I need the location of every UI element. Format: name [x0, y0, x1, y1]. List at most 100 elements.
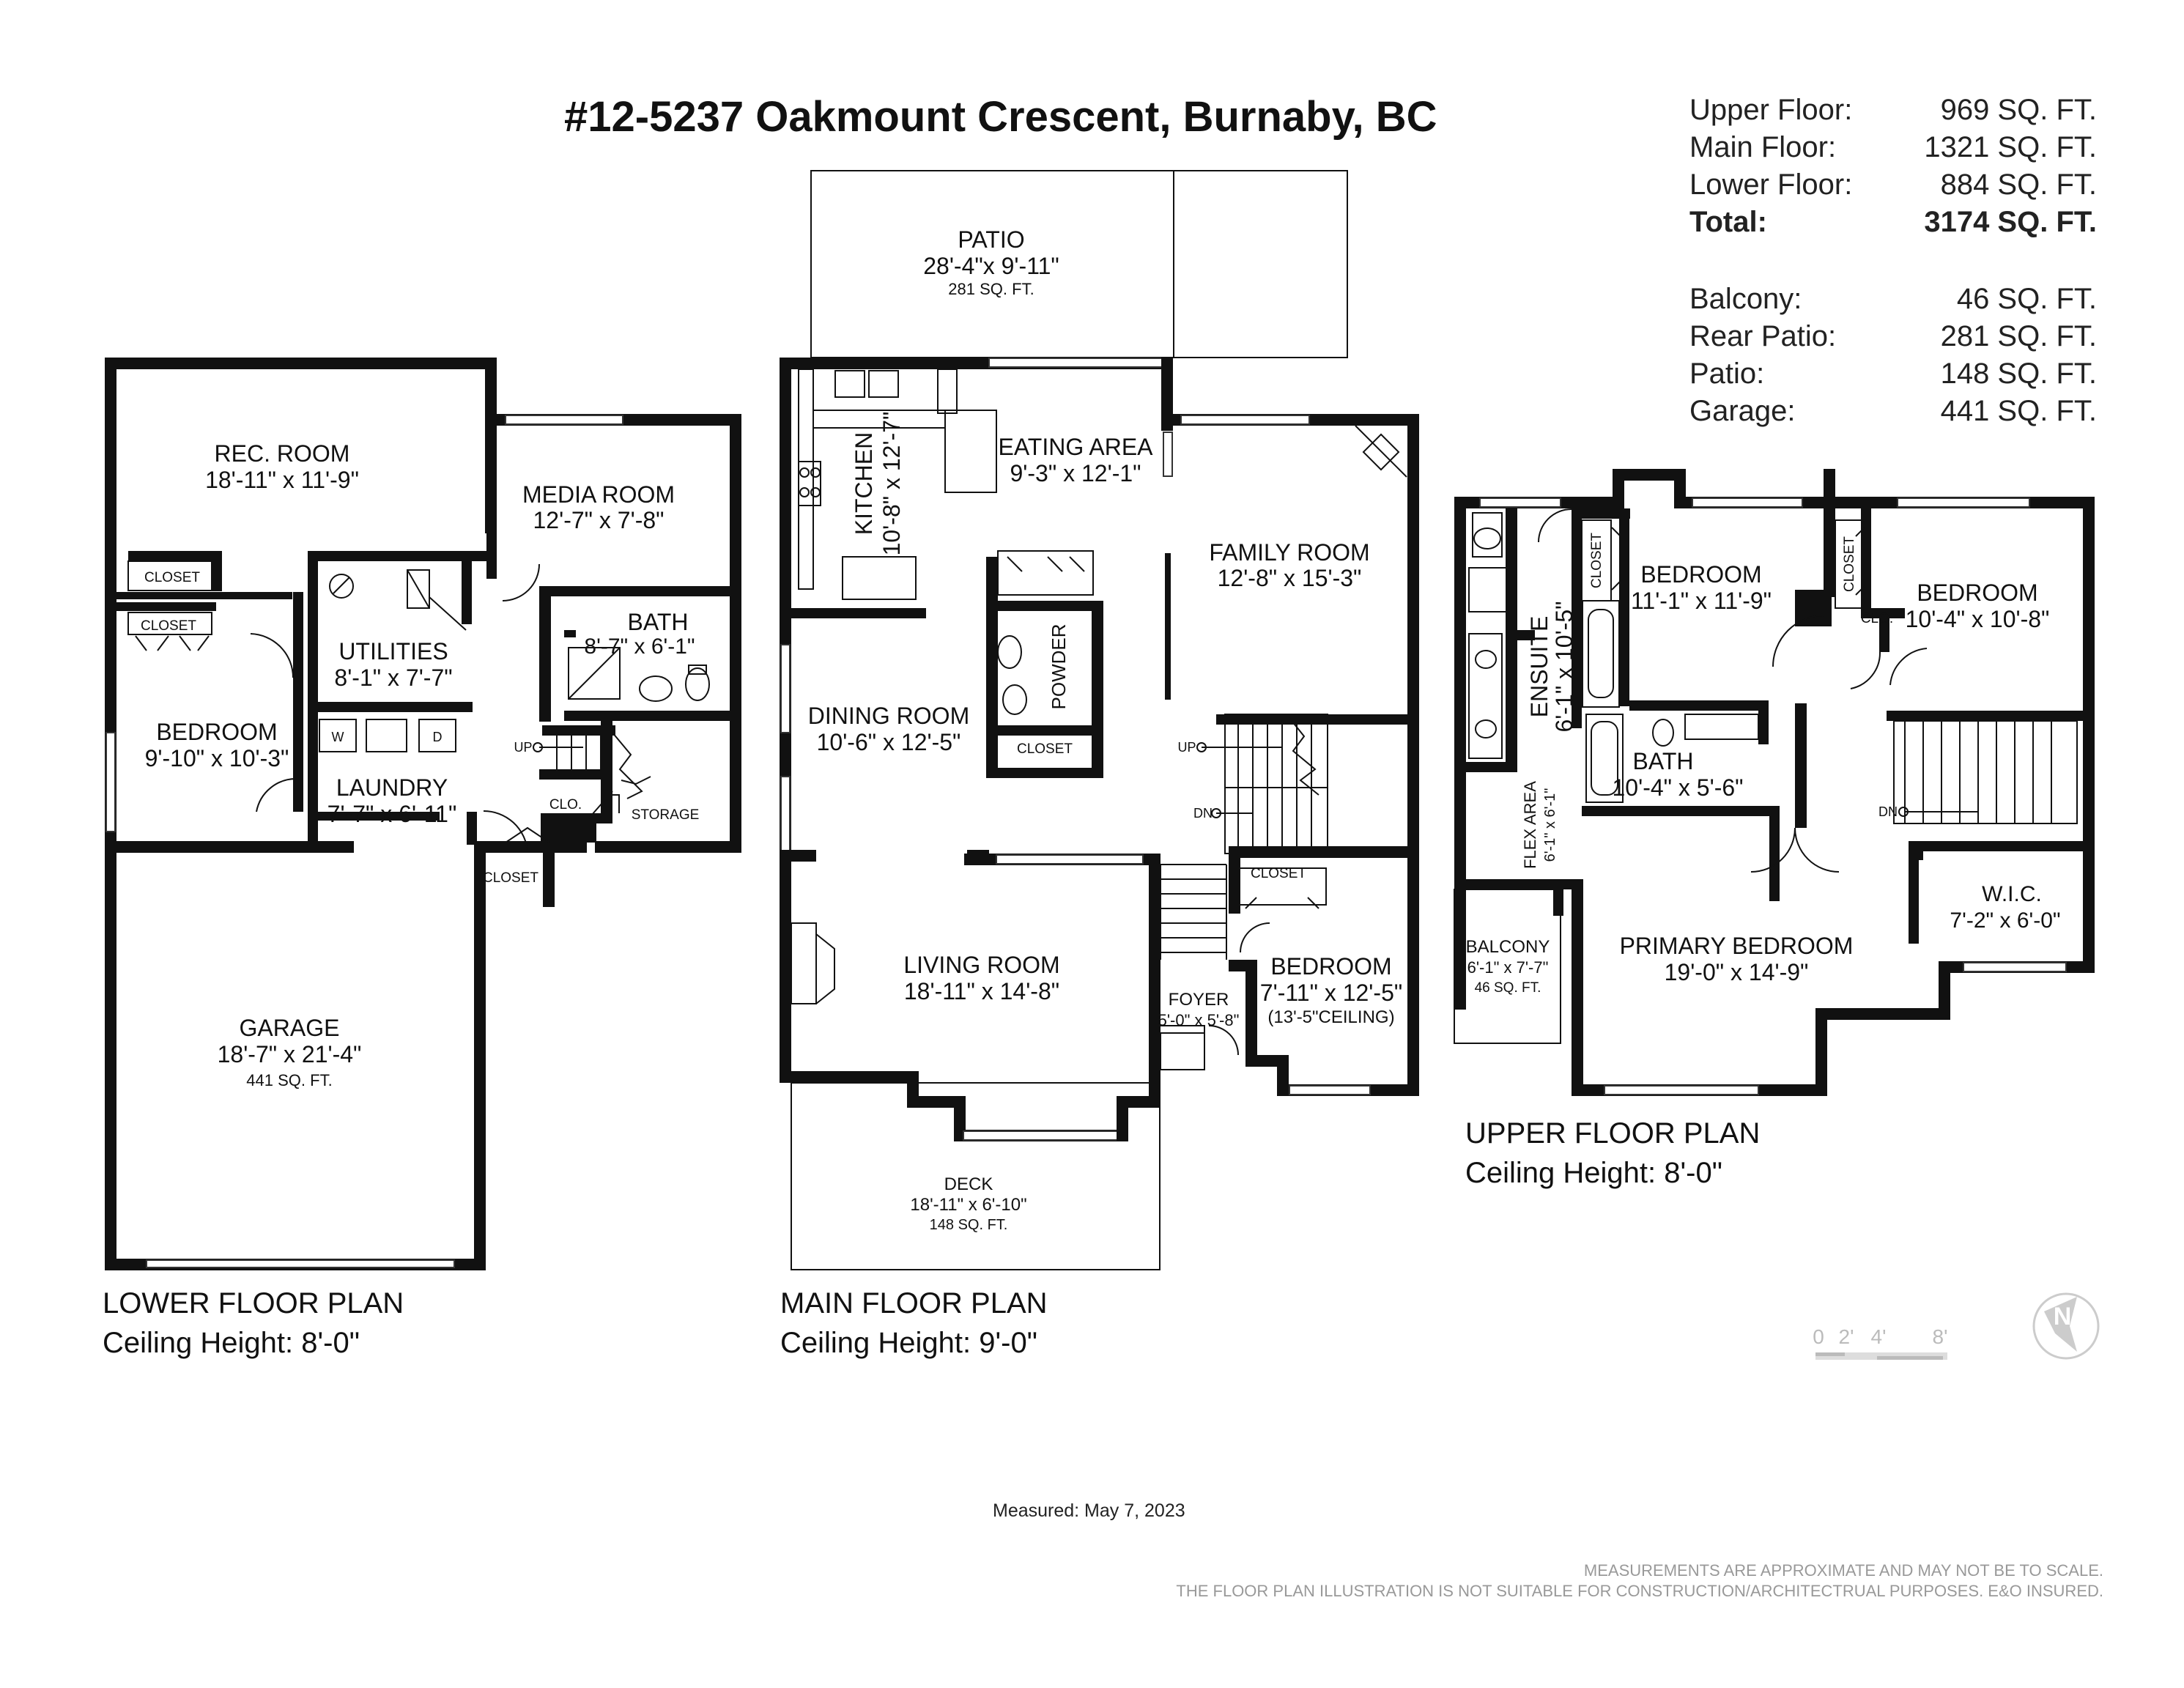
room-name: FAMILY ROOM [1209, 539, 1369, 566]
room-name: LAUNDRY [336, 774, 448, 801]
window [1289, 1085, 1371, 1095]
wall [542, 725, 615, 736]
door-swing [1850, 651, 1881, 689]
extra-area-row: Patio:148 SQ. FT. [1689, 358, 2097, 395]
room-dimensions: 28'-4"x 9'-11" [923, 253, 1059, 279]
sink [1475, 650, 1497, 669]
area-value: 3174 SQ. FT. [1924, 206, 2097, 238]
wall [986, 768, 1103, 778]
wall [308, 551, 487, 561]
room-dimensions: 11'-1" x 11'-9" [1631, 588, 1772, 614]
garage-door [146, 1259, 455, 1268]
closet-label: CLO. [549, 797, 582, 812]
window [963, 1130, 1118, 1141]
window [988, 358, 1166, 368]
room-name: W.I.C. [1982, 882, 2042, 906]
wall [1629, 700, 1769, 711]
door-line [601, 794, 620, 813]
room-dimensions: 19'-0" x 14'-9" [1665, 959, 1809, 985]
wall [539, 586, 730, 596]
closet-outline [1835, 519, 1865, 609]
wall [539, 586, 551, 722]
wall [128, 551, 222, 561]
wall [967, 850, 989, 862]
wall [1454, 879, 1583, 889]
room-dimensions: 10'-8" x 12'-7" [878, 412, 905, 556]
room-dimensions: 12'-8" x 15'-3" [1218, 565, 1362, 591]
wall [308, 711, 318, 850]
disclaimer-line: MEASUREMENTS ARE APPROXIMATE AND MAY NOT… [1583, 1561, 2103, 1580]
door-swing [1240, 922, 1270, 953]
door-swing [1750, 827, 1840, 873]
closet-door [1007, 556, 1085, 572]
extra-area-row: Rear Patio:281 SQ. FT. [1689, 320, 2097, 358]
window [1479, 497, 1561, 508]
wall [1909, 841, 1919, 944]
wall [539, 769, 601, 780]
wall [1795, 703, 1807, 828]
toilet [1002, 684, 1027, 715]
room-dimensions: 7'-11" x 12'-5" [1260, 980, 1402, 1006]
shower [1468, 567, 1514, 612]
plan-title: MAIN FLOOR PLAN [780, 1287, 1048, 1319]
room-name: BALCONY [1466, 937, 1550, 957]
stair [1893, 720, 2078, 824]
wall [1092, 601, 1103, 777]
property-title: #12-5237 Oakmount Crescent, Burnaby, BC [564, 93, 1437, 141]
stair-arrow-dot [1196, 742, 1207, 752]
wall [105, 841, 354, 853]
door-line [586, 791, 613, 821]
extra-area-value: 148 SQ. FT. [1940, 358, 2097, 390]
wall [1229, 846, 1419, 858]
wall [116, 592, 292, 599]
closet-outline [997, 550, 1094, 596]
range [798, 461, 821, 506]
area-label: Main Floor: [1689, 131, 1837, 163]
water-heater-mark [333, 577, 350, 594]
room-dimensions: 7'-7" x 6'-11" [327, 801, 457, 827]
room-name: EATING AREA [998, 434, 1153, 460]
wall [595, 841, 741, 853]
area-row: Main Floor:1321 SQ. FT. [1689, 131, 2097, 169]
wall [1613, 469, 1686, 481]
wall [543, 841, 587, 853]
wall [1572, 879, 1583, 1096]
extra-area-row: Garage:441 SQ. FT. [1689, 395, 2097, 432]
toilet [1652, 719, 1674, 747]
wall [1887, 711, 2084, 721]
wall [730, 414, 741, 850]
door-swing [1889, 648, 1928, 686]
window [106, 732, 116, 832]
water-heater [329, 574, 354, 599]
window [780, 776, 791, 858]
wall [564, 711, 730, 721]
wall [1553, 879, 1563, 916]
wall [1861, 508, 1871, 618]
room-dimensions: 9'-3" x 12'-1" [1010, 460, 1141, 486]
shower-mark [568, 647, 621, 700]
dryer [418, 719, 456, 752]
window [1963, 962, 2067, 972]
measured-date: Measured: May 7, 2023 [993, 1500, 1185, 1521]
toilet-tank [688, 665, 707, 675]
room-name: BEDROOM [156, 719, 277, 745]
wall [1165, 553, 1171, 700]
closet-label: CLOSET [1017, 741, 1073, 757]
compass-ring [2032, 1292, 2100, 1360]
sink [868, 370, 899, 398]
room-name: FLEX AREA [1521, 781, 1539, 869]
room-name: PRIMARY BEDROOM [1620, 933, 1854, 959]
room-dimensions: 18'-7" x 21'-4" [218, 1041, 362, 1067]
stair-treads [1904, 721, 2052, 823]
fireplace [1362, 433, 1400, 471]
scale-label: 2' [1839, 1325, 1854, 1348]
wall [1939, 961, 1950, 1020]
deck-outline [791, 1082, 1161, 1270]
stair-arrow-dot [1211, 808, 1221, 818]
room-dimensions: 18'-11" x 14'-8" [904, 978, 1059, 1004]
closet-door [1611, 527, 1621, 591]
wall [1909, 850, 1923, 860]
area-value: 884 SQ. FT. [1940, 169, 2097, 201]
wall [1407, 846, 1419, 1095]
stair-arrow-dot [533, 742, 543, 752]
